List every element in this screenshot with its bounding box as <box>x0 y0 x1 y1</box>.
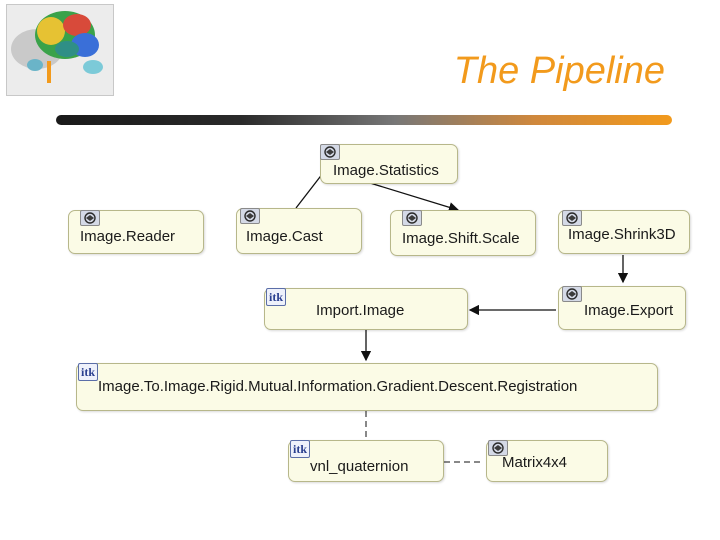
node-label-image-shrink-3d: Image.Shrink3D <box>568 226 676 243</box>
vtk-icon <box>562 286 582 302</box>
node-label-image-cast: Image.Cast <box>246 228 323 245</box>
vtk-icon <box>240 208 260 224</box>
vtk-icon <box>488 440 508 456</box>
title-underline <box>56 115 672 125</box>
node-label-vnl-quaternion: vnl_quaternion <box>310 458 409 475</box>
node-label-registration: Image.To.Image.Rigid.Mutual.Information.… <box>98 378 578 395</box>
node-import-image <box>264 288 468 330</box>
node-label-image-export: Image.Export <box>584 302 674 319</box>
node-registration <box>76 363 658 411</box>
edge-statistics-to-shiftscale <box>369 182 460 213</box>
node-vnl-quaternion <box>288 440 444 482</box>
node-label-import-image: Import.Image <box>316 302 405 319</box>
itk-badge: itk <box>290 440 311 458</box>
itk-badge: itk <box>266 288 287 306</box>
vtk-icon <box>562 210 582 226</box>
node-label-image-statistics: Image.Statistics <box>333 162 439 179</box>
node-image-statistics <box>320 144 458 184</box>
vtk-icon <box>402 210 422 226</box>
vtk-icon <box>80 210 100 226</box>
brain-logo <box>6 4 114 96</box>
node-label-matrix4x4: Matrix4x4 <box>502 454 568 471</box>
itk-badge: itk <box>78 363 99 381</box>
vtk-icon <box>320 144 340 160</box>
page-title: The Pipeline <box>453 50 665 92</box>
node-label-image-reader: Image.Reader <box>80 228 176 245</box>
node-label-image-shift-scale: Image.Shift.Scale <box>402 230 520 247</box>
